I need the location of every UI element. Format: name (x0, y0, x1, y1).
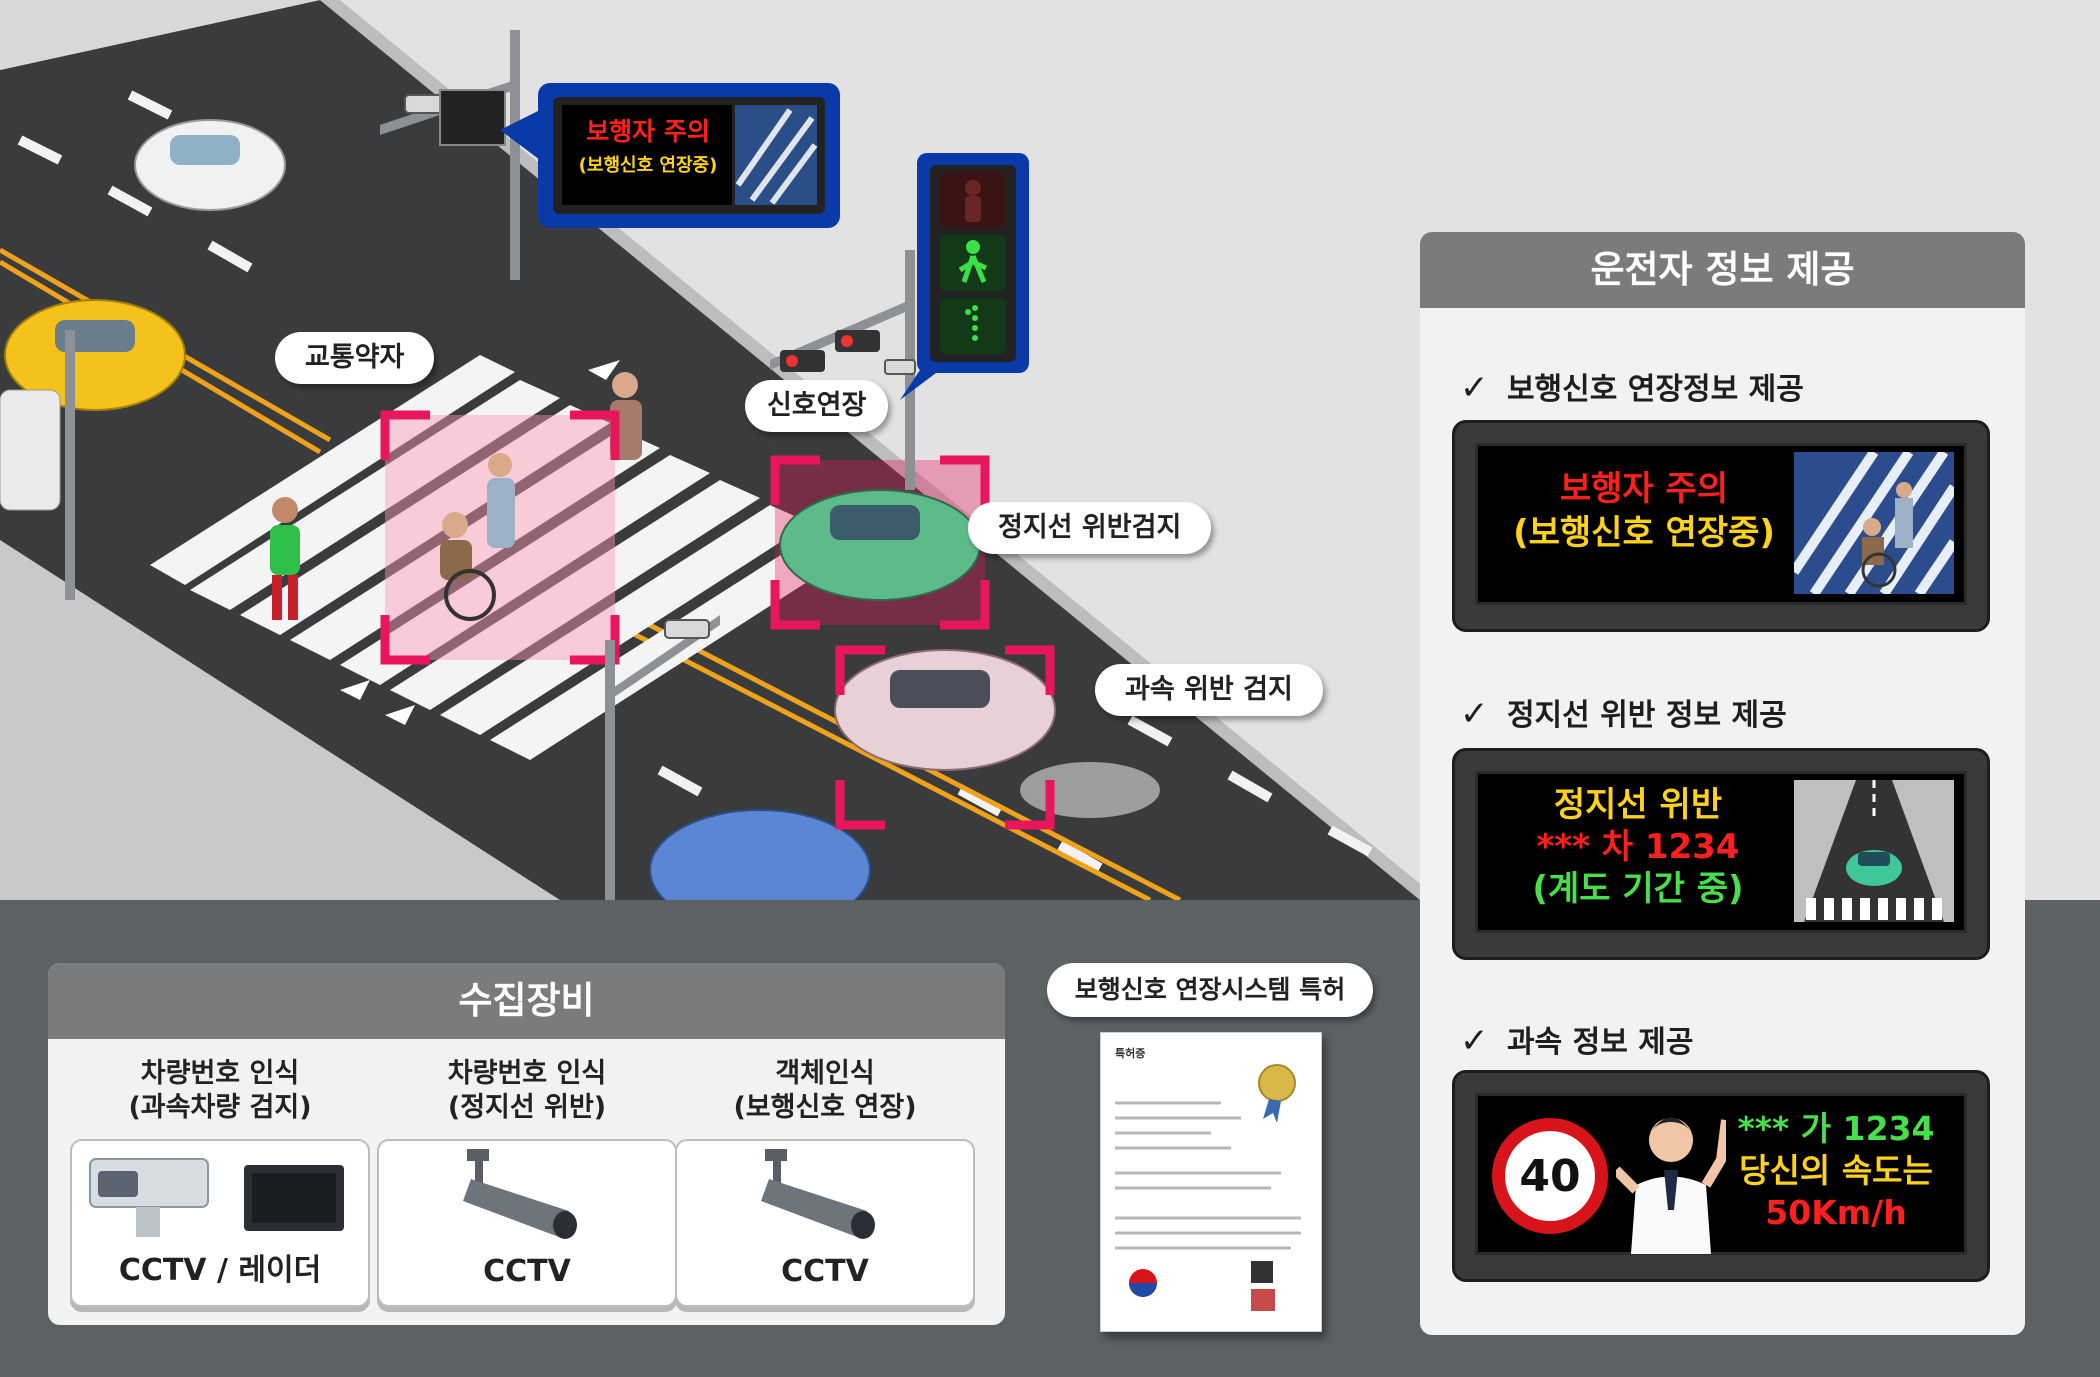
device-caption: CCTV (781, 1254, 869, 1289)
person-pointing-icon (1616, 1117, 1726, 1254)
roadside-sign-small (439, 89, 506, 146)
car-pink-suv (834, 649, 1160, 818)
led-board-stopline: 정지선 위반 *** 차 1234 (계도 기간 중) (1452, 748, 1990, 960)
vehicle-signal (780, 330, 880, 372)
callout-speeding: 과속 위반 검지 (1095, 664, 1323, 716)
device-caption: CCTV / 레이더 (118, 1253, 322, 1288)
callout-vulnerable: 교통약자 (275, 332, 435, 384)
led-line: 정지선 위반 (1553, 785, 1723, 825)
callout-signal-extension: 신호연장 (745, 380, 889, 432)
section-pedestrian-title: ✓ 보행신호 연장정보 제공 (1460, 368, 1804, 408)
driver-info-panel: 운전자 정보 제공 ✓ 보행신호 연장정보 제공 보행자 주의 (보행신호 연장… (1420, 232, 2025, 1335)
stop-line-car-icon (1794, 780, 1954, 922)
patent-doc-title: 특허증 (1115, 1047, 1146, 1060)
car-white (134, 119, 286, 211)
cameras (404, 94, 916, 639)
cctv-icon (761, 1149, 875, 1239)
roadside-sign-line2: (보행신호 연장중) (578, 155, 718, 176)
equipment-panel-title: 수집장비 (48, 963, 1005, 1039)
led-board-pedestrian: 보행자 주의 (보행신호 연장중) (1452, 420, 1990, 632)
roadside-sign-line1: 보행자 주의 (586, 117, 710, 146)
road (0, 0, 1420, 900)
crosswalk-wheelchair-icon (1794, 452, 1954, 594)
led-line: *** 가 1234 (1737, 1109, 1935, 1148)
led-line: 당신의 속도는 (1739, 1151, 1933, 1190)
car-blue (649, 809, 871, 900)
cctv-icon (463, 1149, 577, 1239)
callout-stop-line: 정지선 위반검지 (968, 502, 1212, 554)
device-object-camera: 객체인식 (보행신호 연장) CCTV (675, 1057, 975, 1307)
wheelchair-user (440, 453, 515, 621)
speed-limit-sign: 40 (1492, 1118, 1608, 1234)
led-line: *** 차 1234 (1536, 827, 1740, 867)
led-board-speed: 40 *** 가 1234 당신의 속도는 50Km/h (1452, 1070, 1990, 1282)
device-caption: CCTV (483, 1254, 571, 1289)
street-illustration (0, 0, 1440, 900)
led-line: (보행신호 연장중) (1513, 513, 1775, 553)
pedestrian-signal-zoom (900, 153, 1029, 400)
led-line: 50Km/h (1765, 1193, 1907, 1232)
driver-panel-title: 운전자 정보 제공 (1420, 232, 2025, 308)
speed-limit-value: 40 (1519, 1151, 1581, 1202)
patent-document-graphic (1115, 1064, 1301, 1311)
check-icon: ✓ (1460, 368, 1489, 408)
equipment-panel: 수집장비 차량번호 인식 (과속차량 검지) CCTV / 레이더 차량번호 인… (48, 963, 1005, 1325)
van-white (0, 389, 61, 511)
device-speed-camera: 차량번호 인식 (과속차량 검지) CCTV / 레이더 (70, 1057, 370, 1307)
device-stopline-camera: 차량번호 인식 (정지선 위반) CCTV (377, 1057, 677, 1307)
section-speed-title: ✓ 과속 정보 제공 (1460, 1021, 1694, 1061)
pedestrian-green (270, 497, 300, 620)
patent-label: 보행신호 연장시스템 특허 (1047, 963, 1373, 1017)
patent-certificate: 특허증 (1100, 1032, 1322, 1332)
check-icon: ✓ (1460, 1021, 1489, 1061)
led-line: 보행자 주의 (1559, 469, 1729, 509)
check-icon: ✓ (1460, 694, 1489, 734)
radar-camera-icon (89, 1158, 344, 1237)
street-scene: 보행자 주의 (보행신호 연장중) 교통약자 신호연장 정지선 위반검지 과속 … (0, 0, 2100, 900)
road-arrows (340, 360, 620, 725)
section-stopline-title: ✓ 정지선 위반 정보 제공 (1460, 694, 1787, 734)
car-green (779, 489, 981, 601)
led-line: (계도 기간 중) (1532, 869, 1744, 909)
